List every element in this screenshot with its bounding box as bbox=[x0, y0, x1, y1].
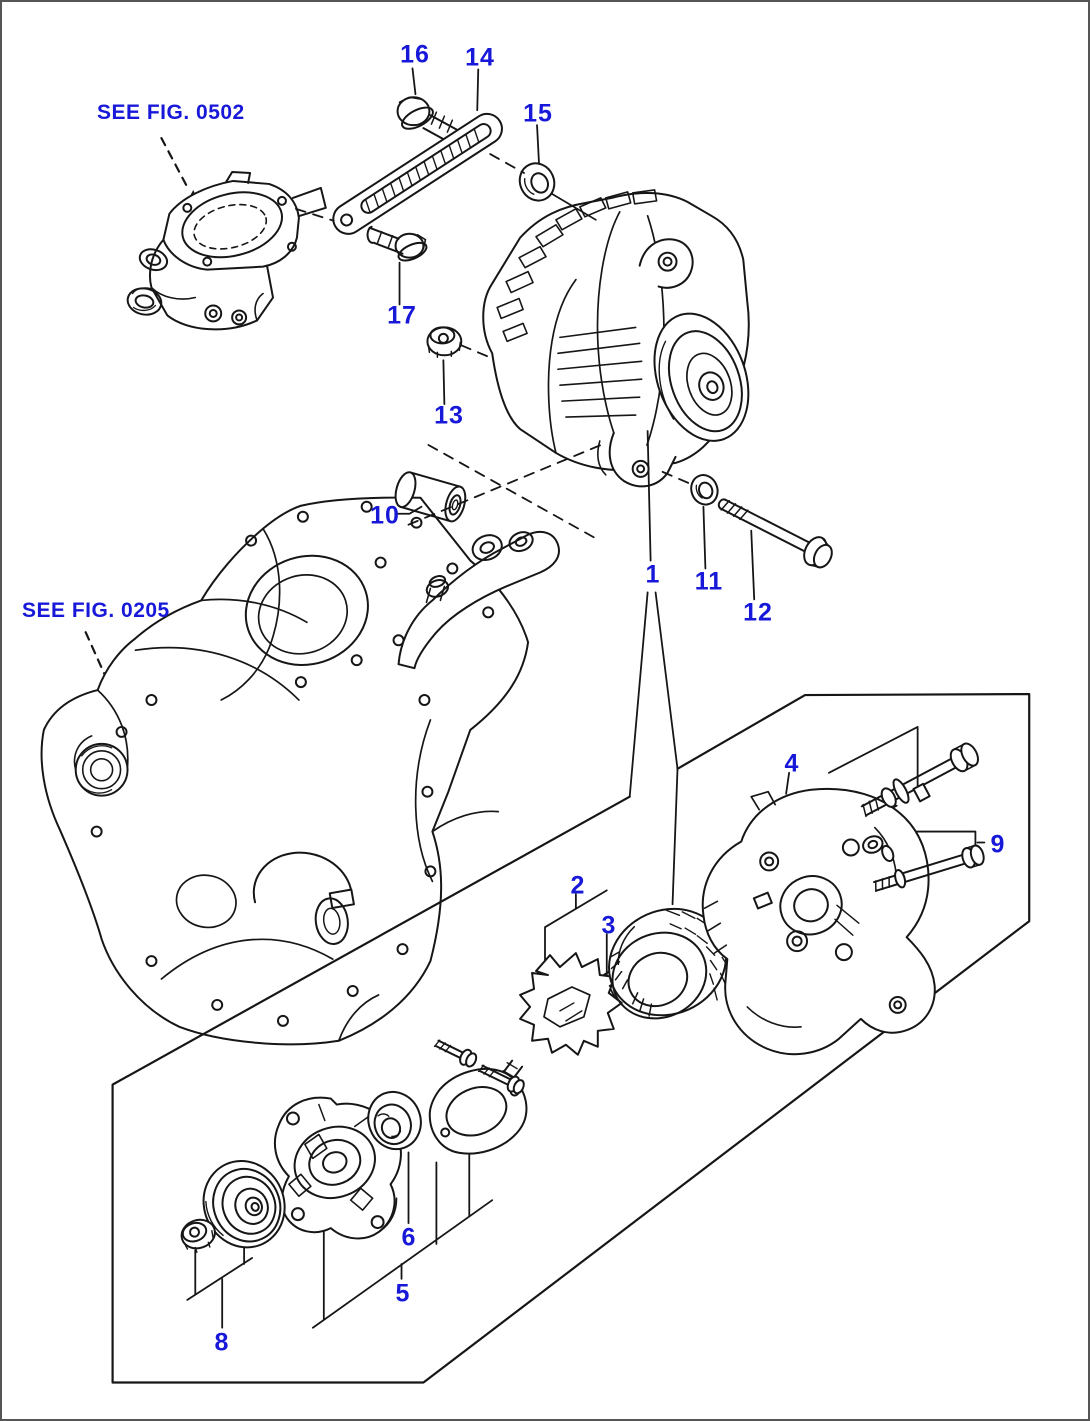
callout-17: 17 bbox=[387, 301, 417, 330]
through-bolt-long bbox=[860, 742, 979, 818]
exploded-view-box bbox=[111, 692, 1031, 1384]
stator bbox=[608, 907, 730, 1020]
see-fig-0205: SEE FIG. 0205 bbox=[22, 599, 170, 622]
retainer-screw-a bbox=[433, 1039, 478, 1068]
retainer-gasket bbox=[428, 1068, 528, 1155]
retainer-screw-b bbox=[477, 1064, 525, 1095]
bolt-12 bbox=[717, 498, 833, 569]
callout-8: 8 bbox=[214, 1328, 230, 1357]
callout-4: 4 bbox=[784, 749, 800, 778]
nut-washer-9 bbox=[862, 835, 895, 863]
callout-6: 6 bbox=[401, 1223, 417, 1252]
callout-1: 1 bbox=[645, 560, 661, 589]
callout-11: 11 bbox=[694, 567, 724, 596]
bearing bbox=[367, 1090, 422, 1151]
callout-12: 12 bbox=[743, 598, 773, 627]
washer-15 bbox=[518, 162, 556, 202]
callout-2: 2 bbox=[570, 871, 586, 900]
callout-10: 10 bbox=[370, 501, 400, 530]
callout-16: 16 bbox=[400, 40, 430, 69]
water-pump-housing bbox=[126, 170, 327, 331]
callout-13: 13 bbox=[434, 401, 464, 430]
adjusting-plate-14 bbox=[332, 112, 503, 235]
callout-3: 3 bbox=[601, 911, 617, 940]
assembly-guide-lines bbox=[295, 153, 692, 542]
callout-5: 5 bbox=[395, 1279, 411, 1308]
bolt-9b bbox=[873, 844, 985, 893]
washer15-leader-line bbox=[551, 193, 597, 221]
washer-11 bbox=[690, 474, 719, 506]
alternator-bracket bbox=[397, 531, 560, 670]
spacer bbox=[394, 471, 467, 523]
pulley-nut bbox=[180, 1218, 216, 1254]
callout-14: 14 bbox=[465, 43, 495, 72]
bolt-17 bbox=[366, 225, 428, 262]
callout-9: 9 bbox=[990, 830, 1006, 859]
rear-housing bbox=[701, 787, 936, 1056]
front-housing bbox=[273, 1096, 402, 1240]
alternator-assembly bbox=[482, 189, 750, 488]
nut-13 bbox=[426, 326, 463, 359]
callout-15: 15 bbox=[523, 99, 553, 128]
see-fig-0502: SEE FIG. 0502 bbox=[97, 101, 245, 124]
